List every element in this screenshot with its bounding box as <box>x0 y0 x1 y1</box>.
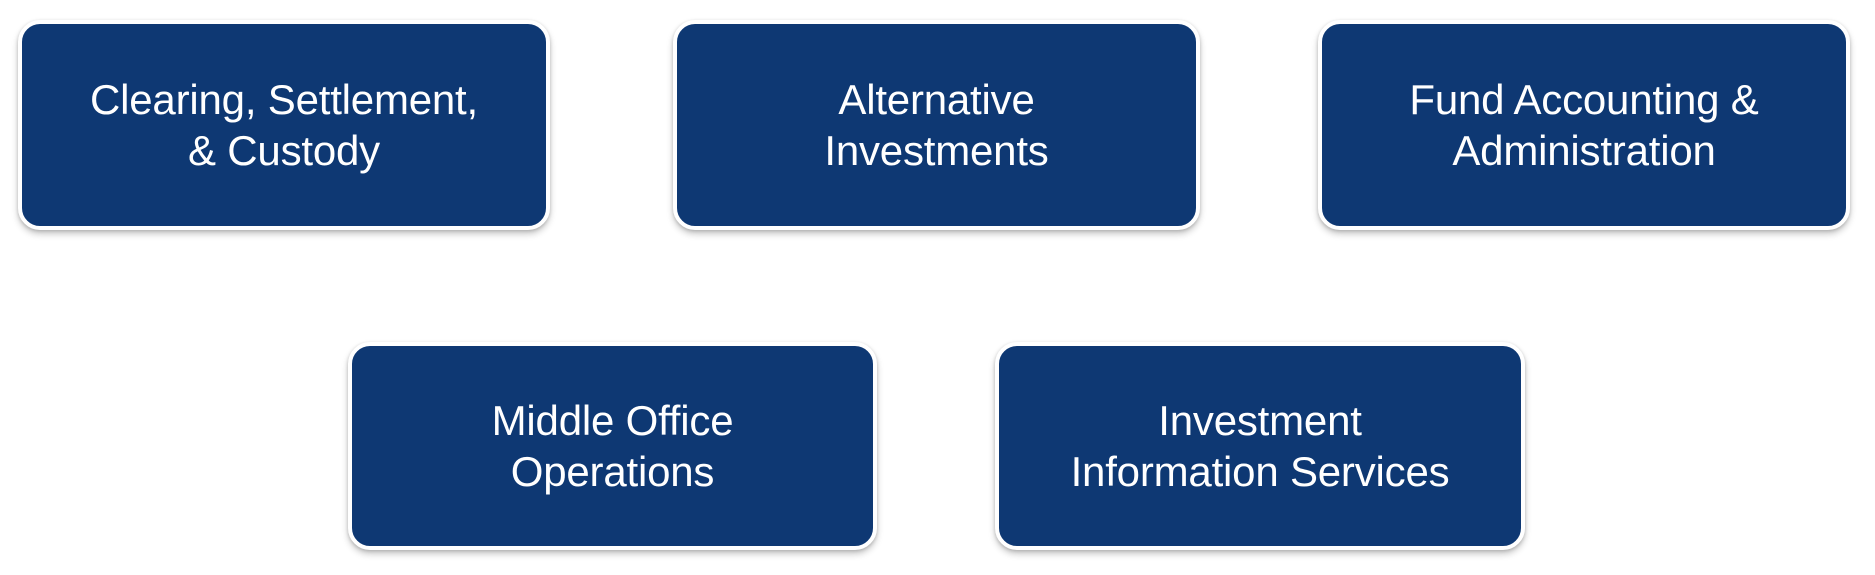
node-label: Middle Office Operations <box>491 396 734 495</box>
node-alternative-investments[interactable]: Alternative Investments <box>673 20 1200 230</box>
node-investment-information-services[interactable]: Investment Information Services <box>995 342 1525 550</box>
node-middle-office-operations[interactable]: Middle Office Operations <box>348 342 877 550</box>
node-label: Alternative Investments <box>824 75 1049 174</box>
node-label: Investment Information Services <box>1070 396 1450 495</box>
node-clearing-settlement-custody[interactable]: Clearing, Settlement, & Custody <box>18 20 550 230</box>
node-label: Clearing, Settlement, & Custody <box>90 75 478 174</box>
node-fund-accounting-administration[interactable]: Fund Accounting & Administration <box>1318 20 1850 230</box>
node-label: Fund Accounting & Administration <box>1409 75 1759 174</box>
